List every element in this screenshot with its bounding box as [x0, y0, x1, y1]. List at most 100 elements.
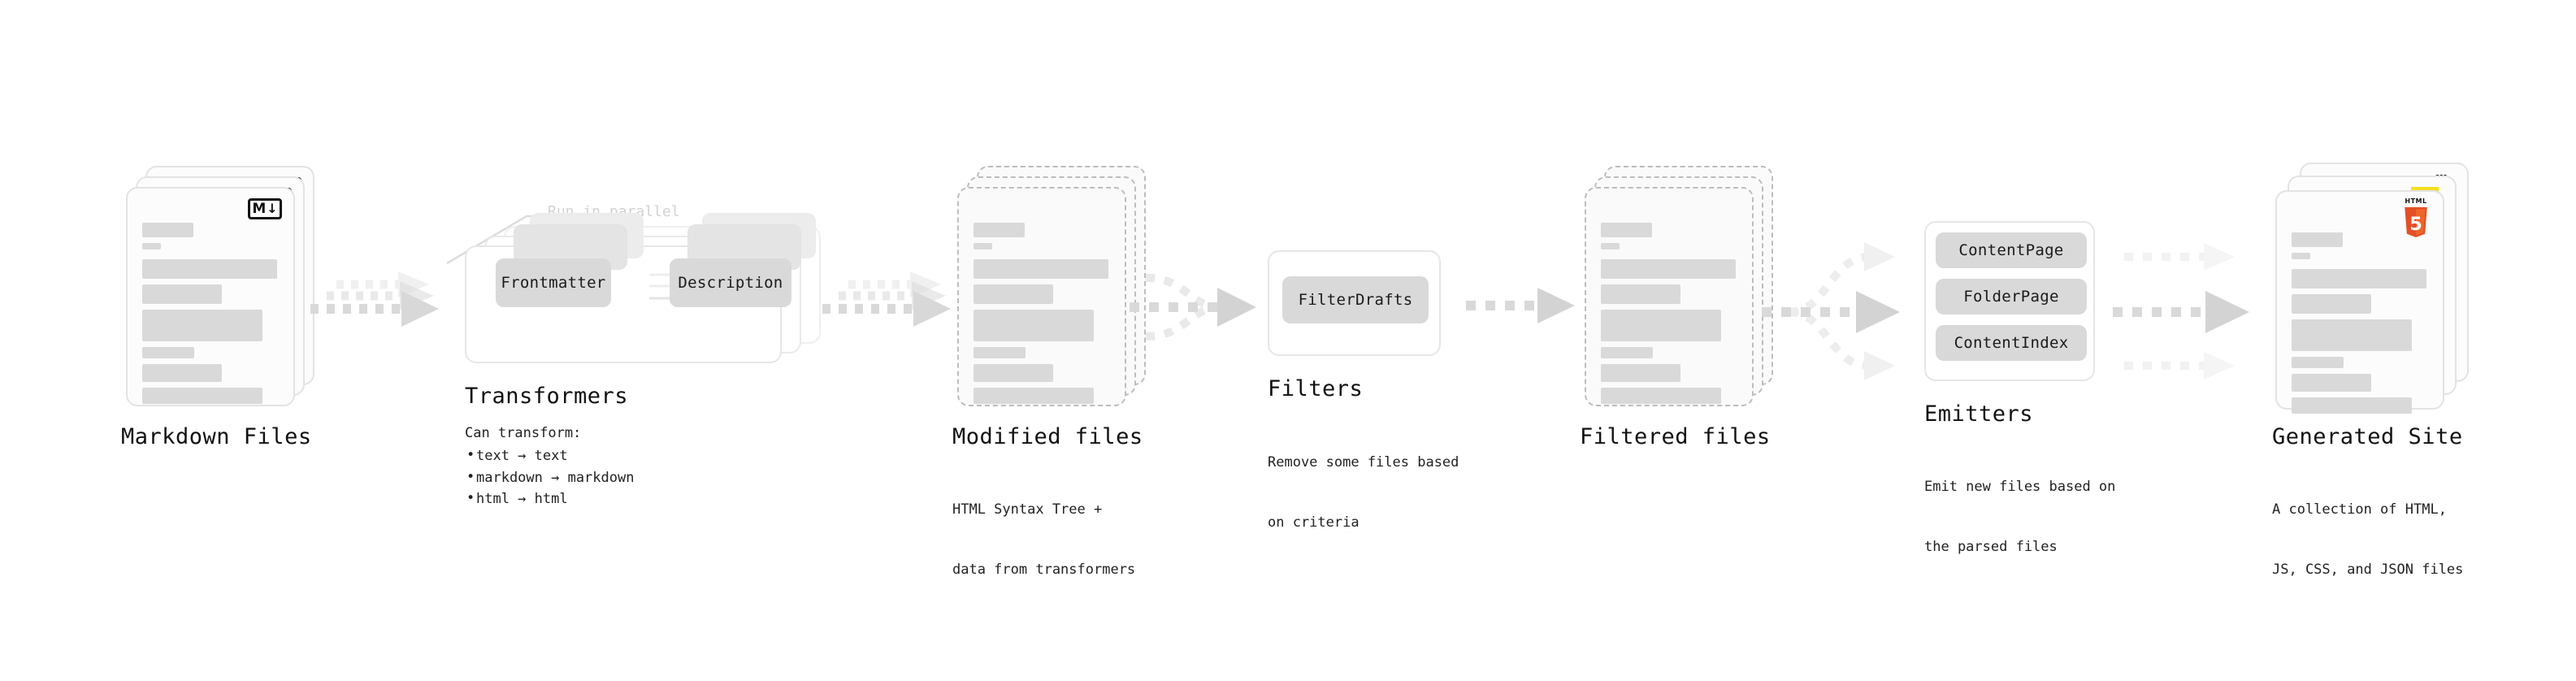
- connector-modified-to-filters: [1130, 268, 1276, 349]
- placeholder-bar: [1601, 364, 1680, 382]
- site-card-front-html: HTML 5: [2275, 190, 2444, 414]
- chip-label: Frontmatter: [501, 274, 606, 292]
- transformer-chip-frontmatter[interactable]: Frontmatter: [496, 258, 611, 307]
- placeholder-bar: [974, 310, 1094, 341]
- placeholder-bar: [974, 364, 1053, 382]
- placeholder-bar: [142, 310, 262, 341]
- stage-title-filtered-files: Filtered files: [1580, 424, 1771, 449]
- placeholder-bar: [974, 284, 1053, 304]
- filters-description: Remove some files based on criteria: [1268, 413, 1459, 573]
- filtered-file-stack: [1585, 166, 1773, 410]
- markdown-file-stack: M↓ M↓ M↓: [126, 166, 314, 410]
- placeholder-bar: [974, 223, 1025, 237]
- placeholder-bar: [142, 243, 161, 249]
- placeholder-bar: [2292, 357, 2344, 368]
- modified-file-stack: [957, 166, 1146, 410]
- placeholder-bar: [974, 243, 992, 249]
- placeholder-bar: [2292, 374, 2371, 392]
- markdown-card-front: M↓: [126, 187, 295, 406]
- md-badge-letter: M: [252, 200, 267, 217]
- list-item: html → html: [465, 488, 634, 510]
- stage-title-modified-files: Modified files: [952, 424, 1143, 449]
- placeholder-lines: [974, 223, 1110, 410]
- placeholder-bar: [2292, 319, 2412, 351]
- stage-transformers: Run in parallel Frontmatter: [445, 187, 868, 510]
- html5-wordmark: HTML: [2405, 197, 2427, 205]
- stage-title-generated-site: Generated Site: [2272, 424, 2463, 449]
- html5-icon: HTML 5: [2400, 197, 2431, 237]
- placeholder-bar: [2292, 232, 2343, 247]
- filter-chip-filterdrafts[interactable]: FilterDrafts: [1282, 276, 1429, 323]
- placeholder-bar: [142, 364, 222, 382]
- filters-box: FilterDrafts: [1268, 250, 1441, 356]
- stage-title-markdown-files: Markdown Files: [121, 424, 312, 449]
- placeholder-bar: [142, 388, 262, 404]
- placeholder-bar: [142, 223, 193, 237]
- modified-files-description: HTML Syntax Tree + data from transformer…: [952, 460, 1135, 620]
- placeholder-bar: [142, 259, 277, 279]
- desc-line: JS, CSS, and JSON files: [2272, 562, 2464, 579]
- desc-line: the parsed files: [1924, 539, 2058, 556]
- chip-label: ContentIndex: [1954, 334, 2069, 352]
- list-item: markdown → markdown: [465, 466, 634, 488]
- stage-markdown-files: M↓ M↓ M↓: [121, 166, 314, 449]
- chip-label: Description: [678, 274, 783, 292]
- transformers-description: Can transform: text → text markdown → ma…: [465, 423, 634, 510]
- connector-emitters-to-site: [2113, 234, 2275, 388]
- placeholder-bar: [142, 284, 222, 304]
- desc-line: data from transformers: [952, 562, 1136, 579]
- emitter-chip-contentindex[interactable]: ContentIndex: [1936, 325, 2087, 361]
- stage-generated-site: CSS HTML 5: [2272, 163, 2470, 578]
- placeholder-bar: [1601, 223, 1652, 237]
- placeholder-bar: [1601, 347, 1653, 358]
- placeholder-bar: [1601, 259, 1736, 279]
- emitters-description: Emit new files based on the parsed files: [1924, 437, 2115, 597]
- chip-label: FolderPage: [1963, 288, 2059, 306]
- transformer-chip-description[interactable]: Description: [670, 258, 791, 307]
- modified-card-front: [957, 187, 1126, 406]
- connector-transformers-to-modified: [819, 271, 957, 343]
- placeholder-bar: [2292, 397, 2412, 414]
- placeholder-bar: [142, 347, 194, 358]
- transform-capability-list: text → text markdown → markdown html → h…: [465, 445, 634, 510]
- desc-line: HTML Syntax Tree +: [952, 501, 1103, 518]
- list-item: text → text: [465, 445, 634, 466]
- placeholder-bar: [974, 388, 1094, 404]
- placeholder-bar: [2292, 269, 2426, 288]
- generated-site-file-stack: CSS HTML 5: [2275, 163, 2470, 414]
- filtered-card-front: [1585, 187, 1754, 406]
- emitter-chip-contentpage[interactable]: ContentPage: [1936, 232, 2087, 268]
- placeholder-bar: [2292, 253, 2310, 259]
- markdown-badge-front: M↓: [248, 198, 282, 219]
- transform-heading: Can transform:: [465, 425, 582, 441]
- transformers-box-front: Frontmatter Description: [465, 213, 816, 363]
- stage-title-filters: Filters: [1268, 376, 1364, 401]
- stage-filtered-files: Filtered files: [1580, 166, 1773, 449]
- svg-text:5: 5: [2409, 214, 2422, 235]
- placeholder-lines: [142, 223, 279, 410]
- stage-title-transformers: Transformers: [465, 384, 629, 409]
- stage-title-emitters: Emitters: [1924, 401, 2034, 427]
- placeholder-bar: [974, 259, 1108, 279]
- emitter-chip-folderpage[interactable]: FolderPage: [1936, 279, 2087, 314]
- placeholder-bar: [1601, 388, 1721, 404]
- connector-filters-to-filtered: [1463, 286, 1585, 332]
- desc-line: A collection of HTML,: [2272, 501, 2447, 518]
- desc-line: Remove some files based: [1268, 454, 1459, 471]
- emitters-box: ContentPage FolderPage ContentIndex: [1924, 221, 2095, 381]
- stage-modified-files: Modified files HTML Syntax Tree + data f…: [952, 166, 1146, 578]
- placeholder-lines: [2292, 232, 2428, 419]
- chip-label: FilterDrafts: [1298, 291, 1413, 309]
- placeholder-lines: [1601, 223, 1737, 410]
- markdown-icon: M↓: [248, 198, 282, 219]
- md-badge-arrow-icon: ↓: [267, 201, 278, 216]
- placeholder-bar: [1601, 310, 1721, 341]
- connector-markdown-to-transformers: [307, 271, 445, 343]
- chip-label: ContentPage: [1958, 241, 2064, 259]
- placeholder-bar: [1601, 243, 1620, 249]
- connector-filtered-to-emitters: [1762, 234, 1924, 388]
- placeholder-bar: [974, 347, 1026, 358]
- desc-line: Emit new files based on: [1924, 479, 2116, 496]
- generated-site-description: A collection of HTML, JS, CSS, and JSON …: [2272, 460, 2463, 620]
